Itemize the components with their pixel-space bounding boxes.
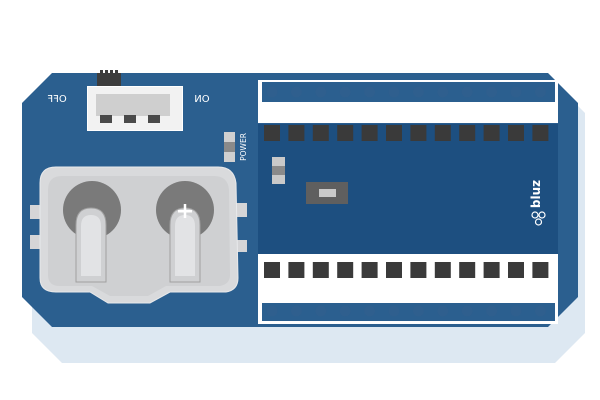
top-pin-via-d3: [461, 86, 473, 98]
switch-slot: [96, 94, 170, 116]
top-pin-pad-d7: [361, 125, 378, 141]
top-pin-via-d7: [364, 86, 376, 98]
bottom-pin-via-tx: [315, 305, 327, 317]
bottom-pin-pad-a3: [459, 262, 476, 278]
bottom-pin-via-a5: [412, 305, 424, 317]
top-pin-pad-gnd: [337, 125, 354, 141]
top-pin-label-gnd: GND: [336, 108, 354, 117]
bottom-pin-label-a2: A2: [486, 288, 496, 297]
bottom-pin-label-a3: A3: [462, 288, 472, 297]
top-pin-via-d1: [510, 86, 522, 98]
top-pin-via-rst: [290, 86, 302, 98]
bottom-pin-pad-a1: [508, 262, 524, 278]
bottom-pin-label-rx: RX: [340, 288, 351, 297]
bottom-pin-label-a5: A5: [413, 288, 423, 297]
top-pin-label-d2: D2: [486, 108, 497, 117]
top-pin-label-d1: D1: [510, 108, 521, 117]
bottom-pin-label-a1: A1: [511, 288, 521, 297]
top-pin-pad-d0: [532, 125, 549, 141]
top-pin-via-3v3: [266, 86, 278, 98]
top-pin-pad-d2: [483, 125, 500, 141]
top-pin-pad-3v3: [264, 125, 280, 141]
top-pin-label-sck: SCK: [312, 108, 329, 117]
top-pin-label-d4: D4: [437, 108, 448, 117]
bottom-pin-pad-a6: [386, 262, 402, 278]
top-pin-pad-d6: [386, 125, 402, 141]
top-pin-pad-d4: [434, 125, 451, 141]
battery-plus-icon: [178, 204, 192, 218]
top-pin-label-d6: D6: [388, 108, 399, 117]
top-pin-via-gnd: [339, 86, 351, 98]
bottom-pin-pad-tx: [312, 262, 329, 278]
bottom-pin-label-a4: A4: [438, 288, 448, 297]
top-pin-via-d0: [534, 86, 546, 98]
power-label: POWER: [239, 133, 248, 161]
bottom-pin-via-gnd: [290, 305, 302, 317]
top-pin-pad-d5: [410, 125, 427, 141]
bottom-pin-label-vin: VIN: [265, 288, 279, 297]
bottom-pin-via-a0: [534, 305, 546, 317]
top-pin-via-sck: [315, 86, 327, 98]
power-switch[interactable]: [87, 70, 183, 131]
bottom-pin-pad-a4: [434, 262, 451, 278]
bottom-pin-via-a7: [364, 305, 376, 317]
bottom-pin-pad-rx: [337, 262, 354, 278]
bottom-pin-pad-a0: [532, 262, 549, 278]
bottom-pin-via-vin: [266, 305, 278, 317]
brand-name: bluz: [529, 180, 543, 208]
bottom-pin-via-a1: [510, 305, 522, 317]
bottom-pin-pad-a2: [483, 262, 500, 278]
bottom-pin-via-a4: [437, 305, 449, 317]
top-pin-label-d3: D3: [462, 108, 473, 117]
switch-on-label: ON: [194, 94, 209, 105]
battery-holder: [30, 166, 247, 304]
bottom-pin-pad-a7: [361, 262, 378, 278]
top-pin-label-3v3: 3V3: [264, 108, 279, 117]
top-pin-label-d0: D0: [535, 108, 546, 117]
bottom-pin-via-a2: [486, 305, 498, 317]
top-pin-label-d5: D5: [413, 108, 424, 117]
top-pin-pad-sck: [312, 125, 329, 141]
bottom-pin-pad-vin: [264, 262, 280, 278]
top-pin-via-d6: [388, 86, 400, 98]
top-pin-pad-d1: [508, 125, 524, 141]
top-pin-pad-d3: [459, 125, 476, 141]
bottom-pin-label-a6: A6*: [387, 288, 401, 297]
top-pin-via-d5: [412, 86, 424, 98]
bottom-pin-via-rx: [339, 305, 351, 317]
bluz-logo: bluz: [529, 180, 546, 226]
top-pin-via-d4: [437, 86, 449, 98]
bottom-pin-pad-a5: [410, 262, 427, 278]
bottom-pin-pad-gnd: [288, 262, 305, 278]
top-pin-label-rst: RST: [289, 108, 304, 117]
top-pin-via-d2: [486, 86, 498, 98]
top-pin-label-d7: D7: [364, 108, 375, 117]
top-pin-pad-rst: [288, 125, 305, 141]
switch-knob[interactable]: [97, 73, 121, 87]
bottom-pin-label-a7: A7*: [362, 288, 376, 297]
bottom-pin-label-gnd: GND: [287, 288, 305, 297]
bottom-pin-via-a6: [388, 305, 400, 317]
bottom-pin-label-a0: A0: [535, 288, 545, 297]
switch-off-label: OFF: [47, 94, 67, 105]
bottom-pin-via-a3: [461, 305, 473, 317]
bottom-pin-label-tx: TX: [315, 288, 326, 297]
bluz-module: [258, 122, 558, 264]
